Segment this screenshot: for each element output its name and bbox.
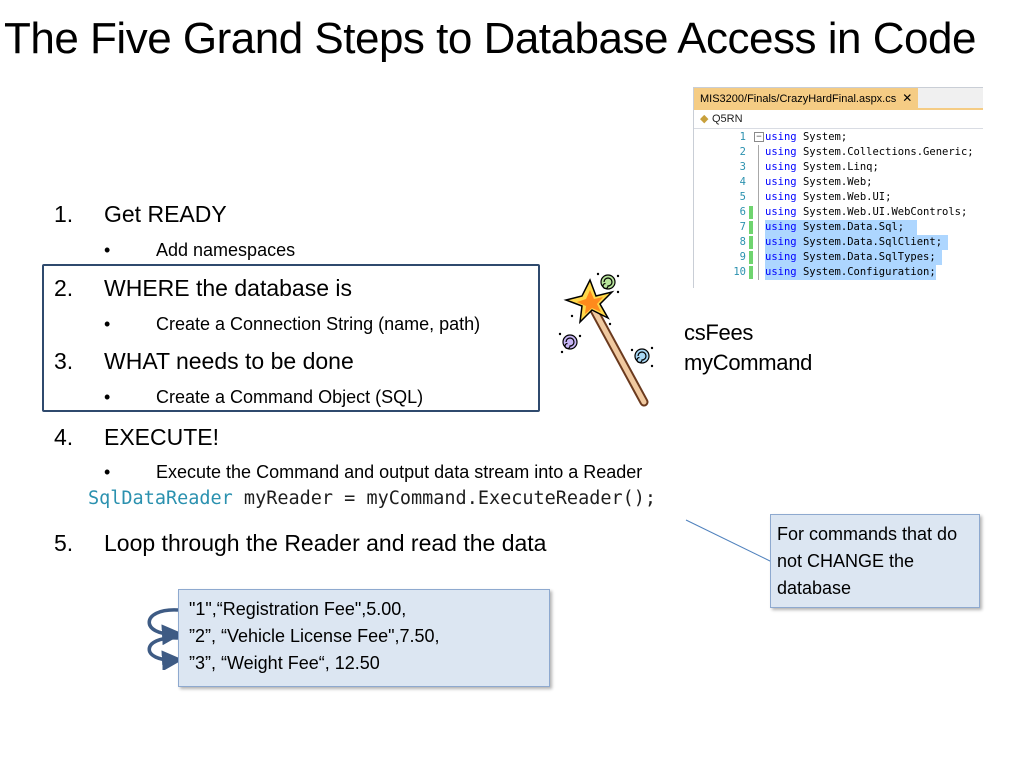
code-text: using System; [765, 131, 848, 143]
code-text-selected: using System.Configuration; [765, 265, 936, 280]
loop-arrows-icon [147, 608, 183, 670]
line-number: 4 [739, 176, 746, 188]
step-2-text: WHERE the database is [104, 275, 353, 301]
line-number: 5 [739, 191, 746, 203]
step-5-number: 5. [54, 530, 74, 556]
step-1-text: Get READY [104, 201, 227, 227]
editor-nav-bar[interactable]: ◆ Q5RN [694, 110, 983, 129]
callout-note: For commands that do not CHANGE the data… [770, 514, 980, 608]
line-number: 7 [739, 221, 746, 233]
step-3-text: WHAT needs to be done [104, 348, 354, 374]
class-icon: ◆ [700, 113, 709, 125]
steps-2-3-highlight-box [42, 264, 540, 412]
wand-label-csfees: csFees [684, 320, 754, 345]
close-icon[interactable]: ✕ [902, 91, 913, 105]
code-text-selected: using System.Data.SqlTypes; [765, 250, 943, 265]
line-number: 9 [739, 251, 746, 263]
code-text: using System.Web; [765, 176, 873, 188]
code-rest: myReader = myCommand.ExecuteReader(); [232, 488, 657, 509]
code-text-selected: using System.Data.Sql; [765, 220, 917, 235]
code-type: SqlDataReader [88, 488, 233, 509]
wand-label-mycommand: myCommand [684, 350, 813, 375]
code-row: 4 using System.Web; [694, 175, 983, 190]
line-number: 3 [739, 161, 746, 173]
step-2-number: 2. [54, 275, 74, 301]
editor-tab-bar: MIS3200/Finals/CrazyHardFinal.aspx.cs ✕ [694, 88, 983, 110]
collapse-icon[interactable]: − [754, 132, 764, 142]
step-4-subpoint: Execute the Command and output data stre… [156, 462, 643, 482]
data-row-2: ”2”, “Vehicle License Fee",7.50, [189, 626, 440, 646]
line-number: 2 [739, 146, 746, 158]
code-row: 10 using System.Configuration; [694, 265, 983, 280]
reader-data-box: "1",“Registration Fee",5.00, ”2”, “Vehic… [178, 589, 550, 687]
step-2-subpoint: Create a Connection String (name, path) [156, 314, 481, 334]
code-row: 8 using System.Data.SqlClient; [694, 235, 983, 250]
line-number: 10 [733, 266, 746, 278]
data-row-3: ”3”, “Weight Fee“, 12.50 [189, 653, 380, 673]
slide-title: The Five Grand Steps to Database Access … [4, 14, 976, 63]
editor-tab[interactable]: MIS3200/Finals/CrazyHardFinal.aspx.cs ✕ [694, 88, 919, 108]
step-4-text: EXECUTE! [104, 424, 220, 450]
code-row: 5 using System.Web.UI; [694, 190, 983, 205]
step-1-subpoint: Add namespaces [156, 240, 296, 260]
change-marker [749, 206, 753, 219]
fold-guide-line [758, 145, 759, 280]
callout-pointer-line [685, 519, 773, 563]
editor-nav-label: Q5RN [712, 113, 743, 125]
line-number: 1 [739, 131, 746, 143]
bullet-4: • [104, 462, 111, 482]
bullet-3: • [104, 387, 111, 407]
code-row: 1 − using System; [694, 130, 983, 145]
code-row: 2 using System.Collections.Generic; [694, 145, 983, 160]
step-4-number: 4. [54, 424, 74, 450]
code-text-selected: using System.Data.SqlClient; [765, 235, 949, 250]
code-text: using System.Linq; [765, 161, 879, 173]
change-marker [749, 266, 753, 279]
code-row: 6 using System.Web.UI.WebControls; [694, 205, 983, 220]
code-text: using System.Web.UI; [765, 191, 892, 203]
step-3-number: 3. [54, 348, 74, 374]
step-3-subpoint: Create a Command Object (SQL) [156, 387, 424, 407]
line-number: 8 [739, 236, 746, 248]
magic-wand-icon [558, 272, 654, 407]
code-editor-screenshot: MIS3200/Finals/CrazyHardFinal.aspx.cs ✕ ◆… [693, 87, 983, 288]
step-5-text: Loop through the Reader and read the dat… [104, 530, 547, 556]
code-row: 3 using System.Linq; [694, 160, 983, 175]
bullet-1: • [104, 240, 111, 260]
bullet-2: • [104, 314, 111, 334]
code-text: using System.Collections.Generic; [765, 146, 974, 158]
code-row: 7 using System.Data.Sql; [694, 220, 983, 235]
change-marker [749, 251, 753, 264]
change-marker [749, 236, 753, 249]
editor-tab-label: MIS3200/Finals/CrazyHardFinal.aspx.cs [700, 93, 897, 105]
code-row: 9 using System.Data.SqlTypes; [694, 250, 983, 265]
execute-reader-code: SqlDataReader myReader = myCommand.Execu… [88, 488, 656, 509]
change-marker [749, 221, 753, 234]
line-number: 6 [739, 206, 746, 218]
step-1-number: 1. [54, 201, 74, 227]
code-text: using System.Web.UI.WebControls; [765, 206, 968, 218]
data-row-1: "1",“Registration Fee",5.00, [189, 599, 407, 619]
